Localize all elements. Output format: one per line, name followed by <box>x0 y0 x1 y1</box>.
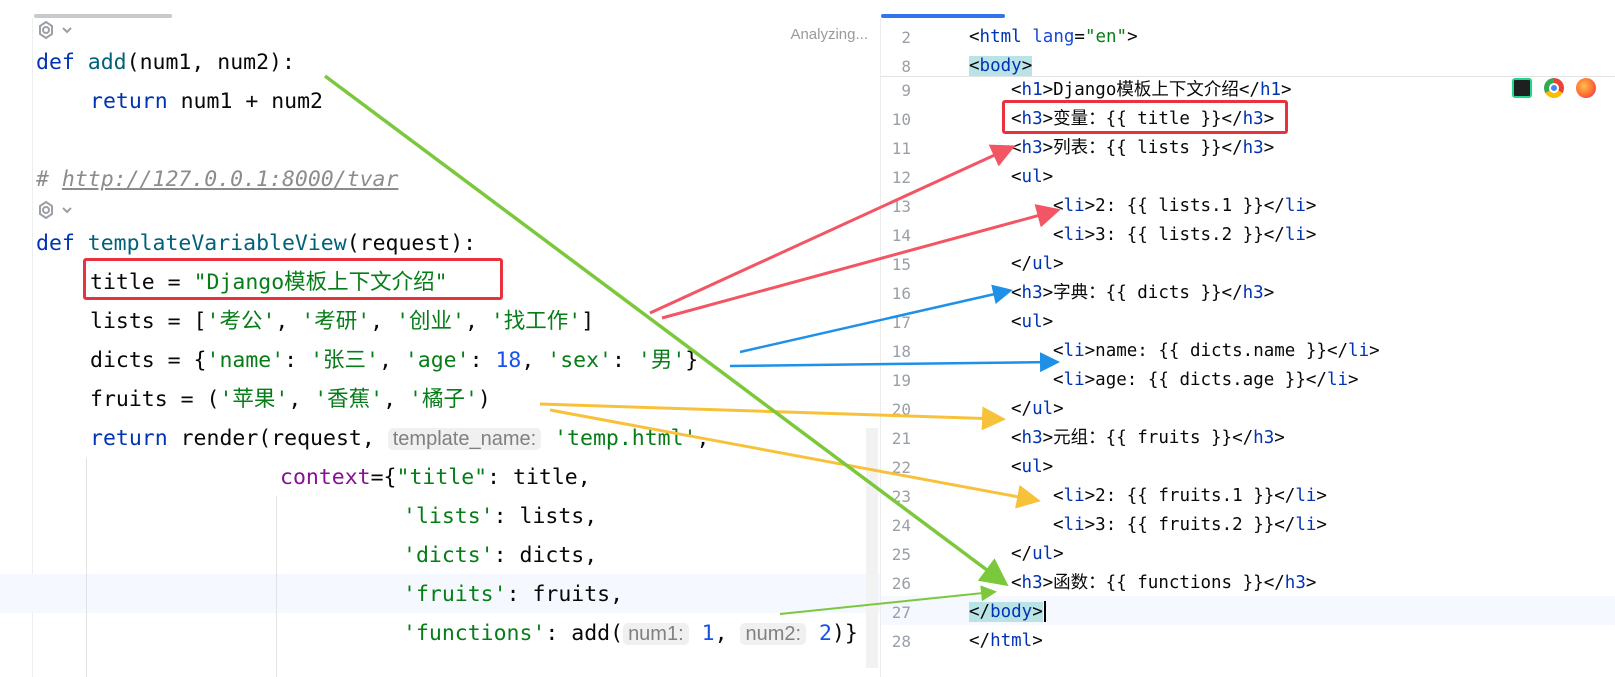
vcs-author-icon[interactable] <box>36 20 76 42</box>
html-editor-pane[interactable]: 2 <html lang="en"> 8 <body> 9 <h1>Django模板上下文… <box>880 18 1615 677</box>
code-line: <body> <box>969 56 1033 76</box>
code-line: <li>age: {{ dicts.age }}</li> <box>1053 370 1359 390</box>
line-number: 8 <box>901 57 911 76</box>
param-hint-template-name: template_name: <box>387 428 542 450</box>
left-gutter <box>0 18 33 677</box>
code-line: <h3>元组：{{ fruits }}</h3> <box>1011 428 1285 448</box>
code-line: </body> <box>969 602 1043 622</box>
line-number: 14 <box>891 226 911 245</box>
line-number: 13 <box>891 197 911 216</box>
code-line: <h1>Django模板上下文介绍</h1> <box>1011 80 1292 100</box>
param-hint-num2: num2: <box>740 623 807 645</box>
python-editor-pane[interactable]: Analyzing... def add(num1, num2): return… <box>0 18 880 677</box>
code-line: <li>3: {{ lists.2 }}</li> <box>1053 225 1317 245</box>
line-number: 19 <box>891 371 911 390</box>
code-line: <li>2: {{ fruits.1 }}</li> <box>1053 486 1327 506</box>
function-name-add: add <box>87 50 127 75</box>
title-highlight-box <box>83 258 503 300</box>
code-line: <li>2: {{ lists.1 }}</li> <box>1053 196 1317 216</box>
editor-tab-bar <box>0 0 1615 19</box>
line-number: 2 <box>901 28 911 47</box>
code-line: <h3>函数：{{ functions }}</h3> <box>1011 573 1317 593</box>
vcs-author-icon[interactable] <box>36 200 76 222</box>
line-number: 21 <box>891 429 911 448</box>
line-number: 15 <box>891 255 911 274</box>
keyword-def: def <box>36 50 75 75</box>
function-name-view: templateVariableView <box>87 231 347 256</box>
line-number: 28 <box>891 632 911 651</box>
chrome-icon[interactable] <box>1544 78 1564 98</box>
indent-guide <box>86 458 87 677</box>
comment-url-link[interactable]: http://127.0.0.1:8000/tvar <box>61 167 399 192</box>
code-line: <html lang="en"> <box>969 27 1138 47</box>
firefox-icon[interactable] <box>1576 78 1596 98</box>
indent-guide <box>276 496 277 677</box>
python-code: def add(num1, num2): return num1 + num2 … <box>36 50 858 646</box>
analyzing-status: Analyzing... <box>790 26 868 43</box>
code-line: <ul> <box>1011 312 1054 332</box>
code-line: </ul> <box>1011 544 1064 564</box>
code-line: <li>name: {{ dicts.name }}</li> <box>1053 341 1380 361</box>
code-line: <ul> <box>1011 167 1054 187</box>
browser-preview-icons <box>1512 78 1608 100</box>
line-number: 25 <box>891 545 911 564</box>
pycharm-icon[interactable] <box>1512 78 1532 98</box>
line-number: 17 <box>891 313 911 332</box>
code-line: </html> <box>969 631 1043 651</box>
line-number: 22 <box>891 458 911 477</box>
code-line: <ul> <box>1011 457 1054 477</box>
code-line: <h3>列表：{{ lists }}</h3> <box>1011 138 1275 158</box>
line-number: 9 <box>901 81 911 100</box>
code-line: <h3>字典：{{ dicts }}</h3> <box>1011 283 1275 303</box>
code-line: </ul> <box>1011 399 1064 419</box>
code-line: <h3>变量：{{ title }}</h3> <box>1011 109 1275 129</box>
param-hint-num1: num1: <box>623 623 689 645</box>
line-number: 26 <box>891 574 911 593</box>
line-number: 10 <box>891 110 911 129</box>
line-number: 27 <box>891 603 911 622</box>
code-line: </ul> <box>1011 254 1064 274</box>
title-variable-highlight-box <box>1002 100 1288 134</box>
line-number: 23 <box>891 487 911 506</box>
line-number: 18 <box>891 342 911 361</box>
line-number: 11 <box>891 139 911 158</box>
line-number: 24 <box>891 516 911 535</box>
code-line: <li>3: {{ fruits.2 }}</li> <box>1053 515 1327 535</box>
line-number: 16 <box>891 284 911 303</box>
text-caret <box>1044 601 1046 622</box>
sticky-header-separator <box>881 76 1615 77</box>
scrollbar-track[interactable] <box>866 428 878 668</box>
left-tab-indicator[interactable] <box>34 14 172 18</box>
line-number: 20 <box>891 400 911 419</box>
right-tab-indicator[interactable] <box>881 14 1005 18</box>
line-number: 12 <box>891 168 911 187</box>
